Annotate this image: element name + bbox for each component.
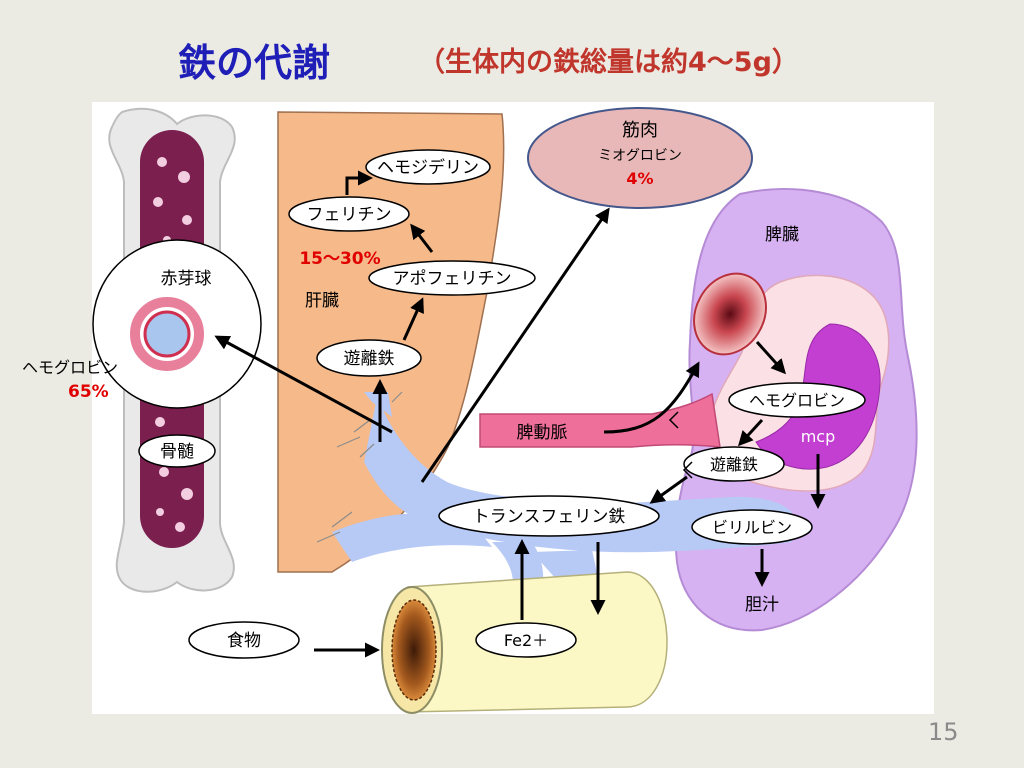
splenic-vein-label: 脾動脈: [517, 423, 568, 443]
muscle-bubble: [527, 107, 753, 209]
bone-marrow-label: 骨髄: [160, 442, 194, 462]
arrow-to-muscle: [420, 207, 610, 483]
hemosiderin-bubble: [365, 149, 491, 185]
liver-label: 肝臓: [305, 291, 339, 311]
spleen-label: 脾臓: [765, 225, 799, 245]
ferritin-bubble: [288, 196, 410, 232]
arrow-to-apoferritin: [402, 297, 424, 341]
fe2-bubble: [475, 622, 577, 658]
slide-title: 鉄の代謝: [178, 41, 331, 85]
spleen-hemoglobin-bubble: [728, 382, 866, 418]
food-bubble: [188, 621, 300, 659]
erythroblast-nucleus: [143, 310, 191, 358]
spleen-free-iron-label: 遊離鉄: [710, 455, 758, 474]
spleen-hemoglobin-label: ヘモグロビン: [749, 391, 845, 410]
transferrin-label: トランスフェリン鉄: [473, 507, 626, 527]
spleen-red-cell: [693, 272, 767, 356]
bile-label: 胆汁: [745, 595, 779, 615]
iron-metabolism-diagram: 赤芽球 骨髄 肝臓 ヘモジデリン フェリチン 15〜30% アポフェリチン 遊離…: [92, 102, 934, 714]
slide-subtitle: （生体内の鉄総量は約4〜5g）: [418, 47, 799, 78]
bone-marrow-bubble: [138, 434, 216, 468]
spleen-free-iron-bubble: [683, 446, 785, 482]
fe2-label: Fe2＋: [504, 631, 548, 650]
arrow-to-erythroblast: [214, 335, 393, 434]
hemoglobin-percent: 65%: [68, 382, 109, 402]
liver-free-iron-label: 遊離鉄: [344, 349, 395, 369]
arrow-vein-to-red-cell: [603, 361, 700, 434]
apoferritin-label: アポフェリチン: [393, 269, 512, 289]
hemosiderin-label: ヘモジデリン: [377, 157, 479, 178]
arrow-to-ferritin: [410, 223, 434, 253]
vessel-branches: [316, 391, 403, 543]
muscle-label: 筋肉: [622, 120, 658, 141]
hemoglobin-label: ヘモグロビン: [22, 358, 119, 377]
ferritin-label: フェリチン: [307, 205, 392, 225]
arrow-to-hemosiderin: [345, 170, 373, 195]
myoglobin-label: ミオグロビン: [598, 148, 682, 164]
spleen-return-marks: [668, 411, 693, 479]
bilirubin-bubble: [691, 509, 813, 545]
apoferritin-bubble: [368, 260, 536, 296]
intestine-villi: [391, 599, 437, 701]
muscle-percent: 4%: [626, 169, 653, 188]
arrow-red-cell-to-hemoglobin: [755, 340, 787, 375]
bilirubin-label: ビリルビン: [712, 518, 792, 537]
food-label: 食物: [227, 631, 261, 651]
mcp-label: mcp: [801, 427, 836, 446]
arrow-free-iron-to-transferrin: [649, 475, 688, 504]
transferrin-bubble: [438, 495, 660, 537]
page-number: 15: [928, 718, 959, 746]
diagram-svg: 赤芽球 骨髄 肝臓 ヘモジデリン フェリチン 15〜30% アポフェリチン 遊離…: [92, 107, 918, 714]
liver-storage-percent: 15〜30%: [299, 249, 380, 269]
arrow-hemoglobin-to-free-iron: [737, 418, 764, 447]
erythroblast-label: 赤芽球: [161, 269, 212, 289]
liver-free-iron-bubble: [316, 339, 422, 377]
